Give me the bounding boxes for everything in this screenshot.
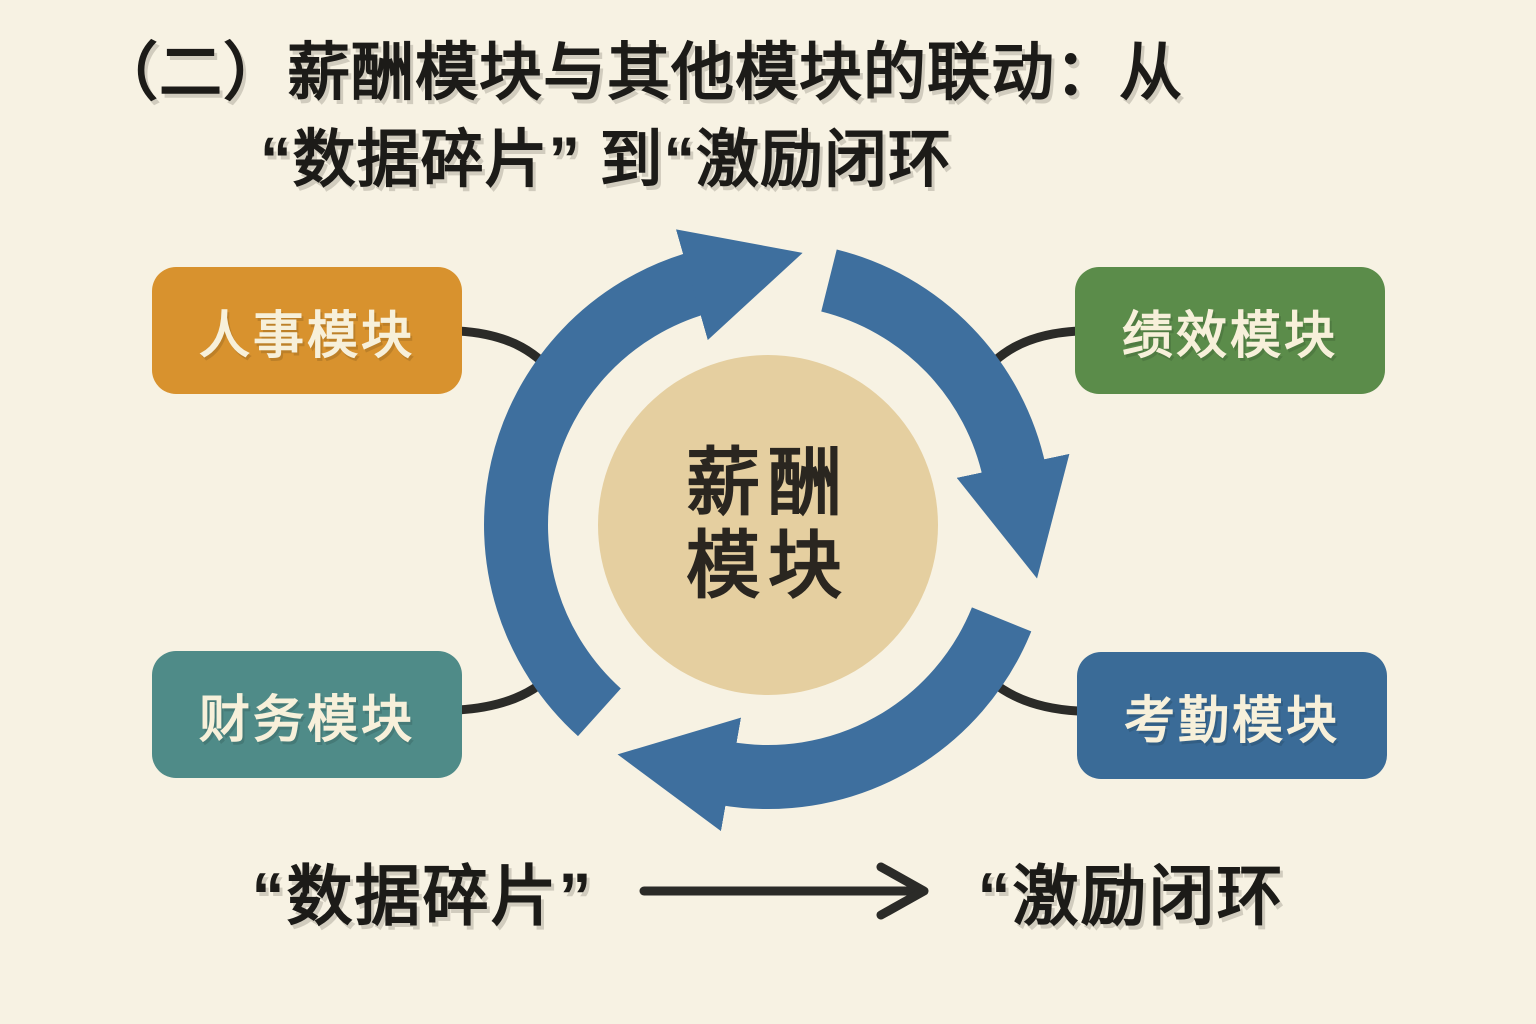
cycle-arc-right — [820, 249, 1070, 579]
module-label-finance: 财务模块 — [198, 690, 415, 748]
arrow-right-strokes — [639, 862, 928, 920]
center-circle — [598, 355, 938, 695]
module-box-finance: 财务模块 — [152, 651, 462, 778]
module-box-hr: 人事模块 — [152, 267, 462, 394]
arrow-right-icon — [639, 862, 928, 920]
center-label: 薪酬 模块 — [686, 441, 850, 608]
center-label-line-1: 薪酬 — [686, 441, 850, 525]
module-label-performance: 绩效模块 — [1121, 306, 1338, 364]
title-line-2: “数据碎片” 到“激励闭环 — [260, 124, 953, 195]
title-line-1: （二）薪酬模块与其他模块的联动：从 — [95, 38, 1183, 108]
page-title: （二）薪酬模块与其他模块的联动：从 “数据碎片” 到“激励闭环 — [95, 30, 1435, 204]
footer-to-label: “激励闭环 — [977, 859, 1285, 933]
cycle-arc-left — [484, 229, 803, 737]
cycle-arrows-icon — [484, 229, 1070, 832]
footer-statement: “数据碎片” “激励闭环 — [0, 843, 1536, 939]
center-label-line-2: 模块 — [686, 524, 850, 607]
footer-from-label: “数据碎片” — [251, 859, 594, 933]
module-box-attendance: 考勤模块 — [1077, 652, 1387, 779]
module-label-hr: 人事模块 — [198, 306, 415, 364]
module-box-performance: 绩效模块 — [1075, 267, 1385, 394]
module-label-attendance: 考勤模块 — [1123, 691, 1340, 749]
cycle-arc-bottom — [617, 606, 1032, 832]
